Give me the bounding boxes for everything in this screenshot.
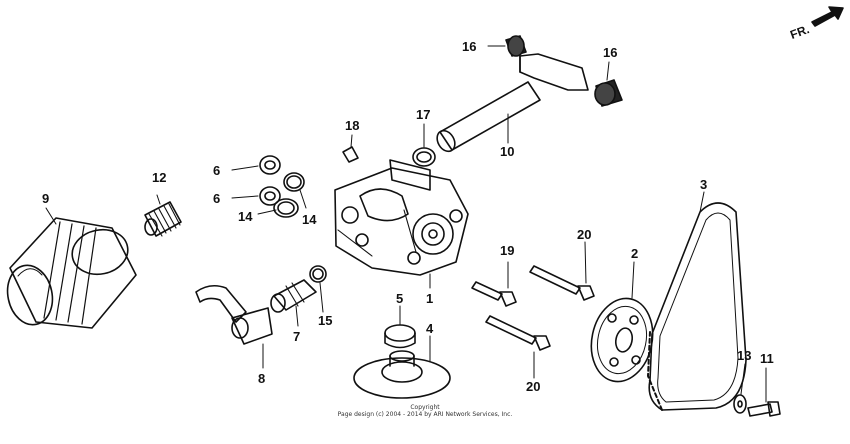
part-label-17: 17: [416, 107, 431, 122]
pump-cap: [384, 305, 416, 349]
part-label-7: 7: [293, 329, 301, 344]
part-label-11: 11: [760, 351, 774, 366]
part-label-16b: 16: [603, 45, 618, 60]
copyright-line-2: Page design (c) 2004 - 2014 by ARI Netwo…: [337, 411, 513, 418]
part-label-9: 9: [42, 191, 50, 206]
long-bolt-lower: [485, 315, 551, 379]
part-label-13: 13: [737, 348, 752, 363]
part-label-1: 1: [426, 291, 434, 306]
part-label-20a: 20: [577, 227, 592, 242]
short-bolt: [471, 261, 517, 307]
sprocket-bolt: [747, 367, 781, 417]
drive-sprocket: [590, 261, 654, 383]
bushings-and-rings: [231, 155, 307, 218]
part-label-19: 19: [500, 243, 515, 258]
long-bolt-upper: [529, 241, 595, 301]
part-label-6b: 6: [213, 191, 221, 206]
part-label-16a: 16: [462, 39, 477, 54]
oil-strainer: [195, 284, 273, 369]
oil-pipe: [436, 53, 589, 153]
part-label-2: 2: [631, 246, 639, 261]
rubber-grommet-right: [594, 61, 623, 107]
copyright-line-1: Copyright: [410, 404, 440, 411]
drive-chain: [647, 191, 747, 411]
dowel-pin: [342, 134, 359, 163]
part-label-14b: 14: [302, 212, 317, 227]
part-label-20b: 20: [526, 379, 541, 394]
part-label-4: 4: [426, 321, 434, 336]
part-label-12: 12: [152, 170, 167, 185]
part-label-14a: 14: [238, 209, 253, 224]
part-label-15: 15: [318, 313, 333, 328]
part-label-5: 5: [396, 291, 404, 306]
pump-base-plate: [353, 335, 451, 399]
oil-filter: [6, 217, 137, 329]
o-ring: [412, 123, 436, 167]
threaded-stud: [144, 194, 182, 237]
oil-pump-body: [334, 159, 469, 289]
small-o-ring: [309, 265, 327, 313]
part-label-8: 8: [258, 371, 266, 386]
part-label-18: 18: [345, 118, 360, 133]
washer: [733, 363, 747, 414]
front-direction-arrow-icon: [811, 6, 844, 27]
relief-valve: [270, 279, 317, 327]
part-label-6a: 6: [213, 163, 221, 178]
part-label-10: 10: [500, 144, 515, 159]
part-label-3: 3: [700, 177, 708, 192]
rubber-grommet-left: [487, 35, 527, 57]
